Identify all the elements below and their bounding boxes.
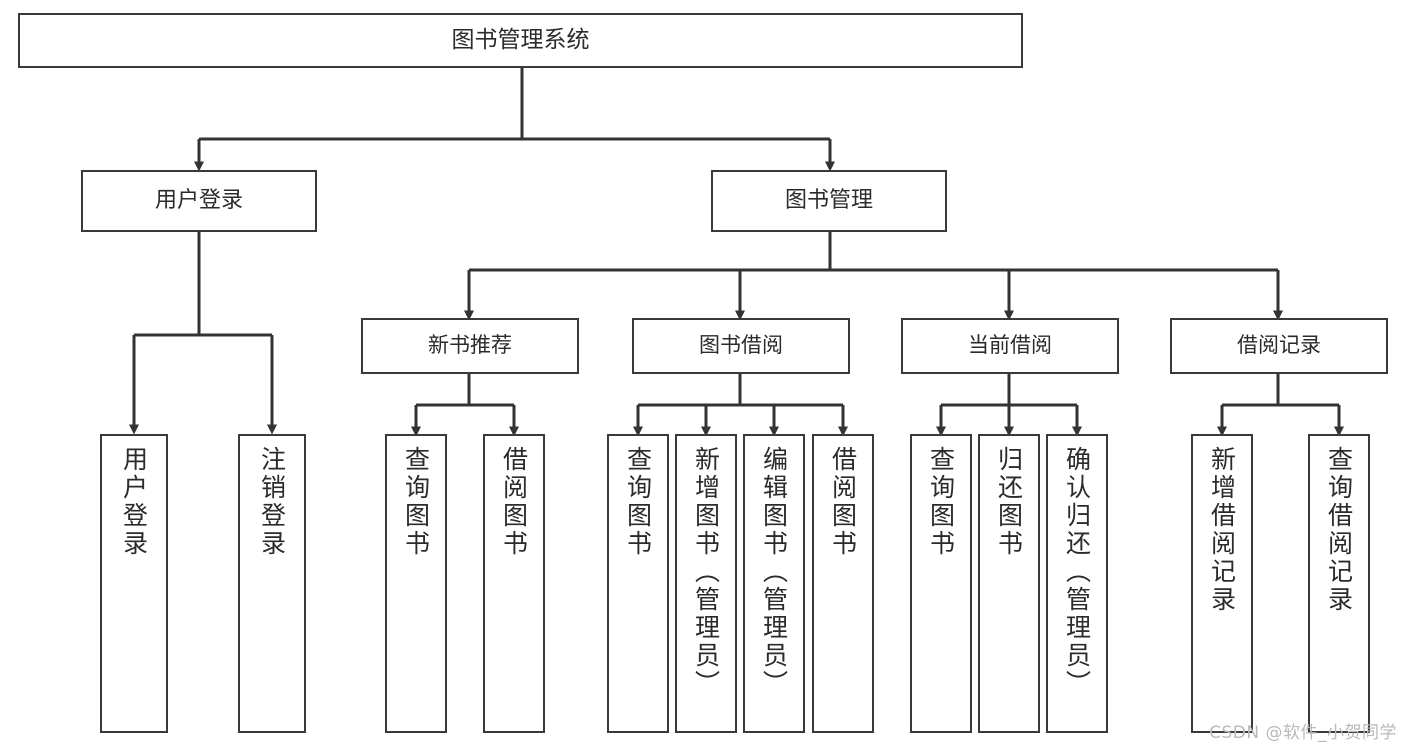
leaf-current-borrow-confirm-return-label: 确认归还（管理员） xyxy=(1062,446,1092,698)
leaf-borrow-record-add[interactable]: 新增借阅记录 xyxy=(1191,434,1253,733)
leaf-user-login-logout[interactable]: 注销登录 xyxy=(238,434,306,733)
leaf-book-borrow-edit-label: 编辑图书（管理员） xyxy=(759,446,789,698)
leaf-borrow-record-query-label: 查询借阅记录 xyxy=(1324,446,1354,614)
leaf-book-borrow-edit[interactable]: 编辑图书（管理员） xyxy=(743,434,805,733)
leaf-current-borrow-return[interactable]: 归还图书 xyxy=(978,434,1040,733)
node-current-borrow-label: 当前借阅 xyxy=(968,333,1052,358)
leaf-user-login-login[interactable]: 用户登录 xyxy=(100,434,168,733)
leaf-book-borrow-borrow-label: 借阅图书 xyxy=(828,446,858,558)
node-new-book-recommend[interactable]: 新书推荐 xyxy=(361,318,579,374)
node-book-borrow[interactable]: 图书借阅 xyxy=(632,318,850,374)
node-new-book-recommend-label: 新书推荐 xyxy=(428,333,512,358)
leaf-user-login-logout-label: 注销登录 xyxy=(257,446,287,558)
node-user-login[interactable]: 用户登录 xyxy=(81,170,317,232)
leaf-book-borrow-query[interactable]: 查询图书 xyxy=(607,434,669,733)
node-book-management[interactable]: 图书管理 xyxy=(711,170,947,232)
leaf-new-book-query[interactable]: 查询图书 xyxy=(385,434,447,733)
leaf-book-borrow-query-label: 查询图书 xyxy=(623,446,653,558)
node-current-borrow[interactable]: 当前借阅 xyxy=(901,318,1119,374)
leaf-current-borrow-query-label: 查询图书 xyxy=(926,446,956,558)
csdn-watermark: CSDN @软件_小贺同学 xyxy=(1209,723,1397,743)
node-root-label: 图书管理系统 xyxy=(451,26,590,53)
leaf-new-book-query-label: 查询图书 xyxy=(401,446,431,558)
node-book-management-label: 图书管理 xyxy=(784,187,873,213)
leaf-book-borrow-add-label: 新增图书（管理员） xyxy=(691,446,721,698)
leaf-current-borrow-confirm-return[interactable]: 确认归还（管理员） xyxy=(1046,434,1108,733)
node-borrow-record-label: 借阅记录 xyxy=(1237,333,1321,358)
leaf-borrow-record-query[interactable]: 查询借阅记录 xyxy=(1308,434,1370,733)
node-user-login-label: 用户登录 xyxy=(154,187,243,213)
leaf-book-borrow-borrow[interactable]: 借阅图书 xyxy=(812,434,874,733)
leaf-new-book-borrow-label: 借阅图书 xyxy=(499,446,529,558)
leaf-user-login-login-label: 用户登录 xyxy=(119,446,149,558)
node-borrow-record[interactable]: 借阅记录 xyxy=(1170,318,1388,374)
leaf-borrow-record-add-label: 新增借阅记录 xyxy=(1207,446,1237,614)
leaf-current-borrow-query[interactable]: 查询图书 xyxy=(910,434,972,733)
node-book-borrow-label: 图书借阅 xyxy=(699,333,783,358)
leaf-book-borrow-add[interactable]: 新增图书（管理员） xyxy=(675,434,737,733)
node-root[interactable]: 图书管理系统 xyxy=(18,13,1023,68)
leaf-new-book-borrow[interactable]: 借阅图书 xyxy=(483,434,545,733)
leaf-current-borrow-return-label: 归还图书 xyxy=(994,446,1024,558)
